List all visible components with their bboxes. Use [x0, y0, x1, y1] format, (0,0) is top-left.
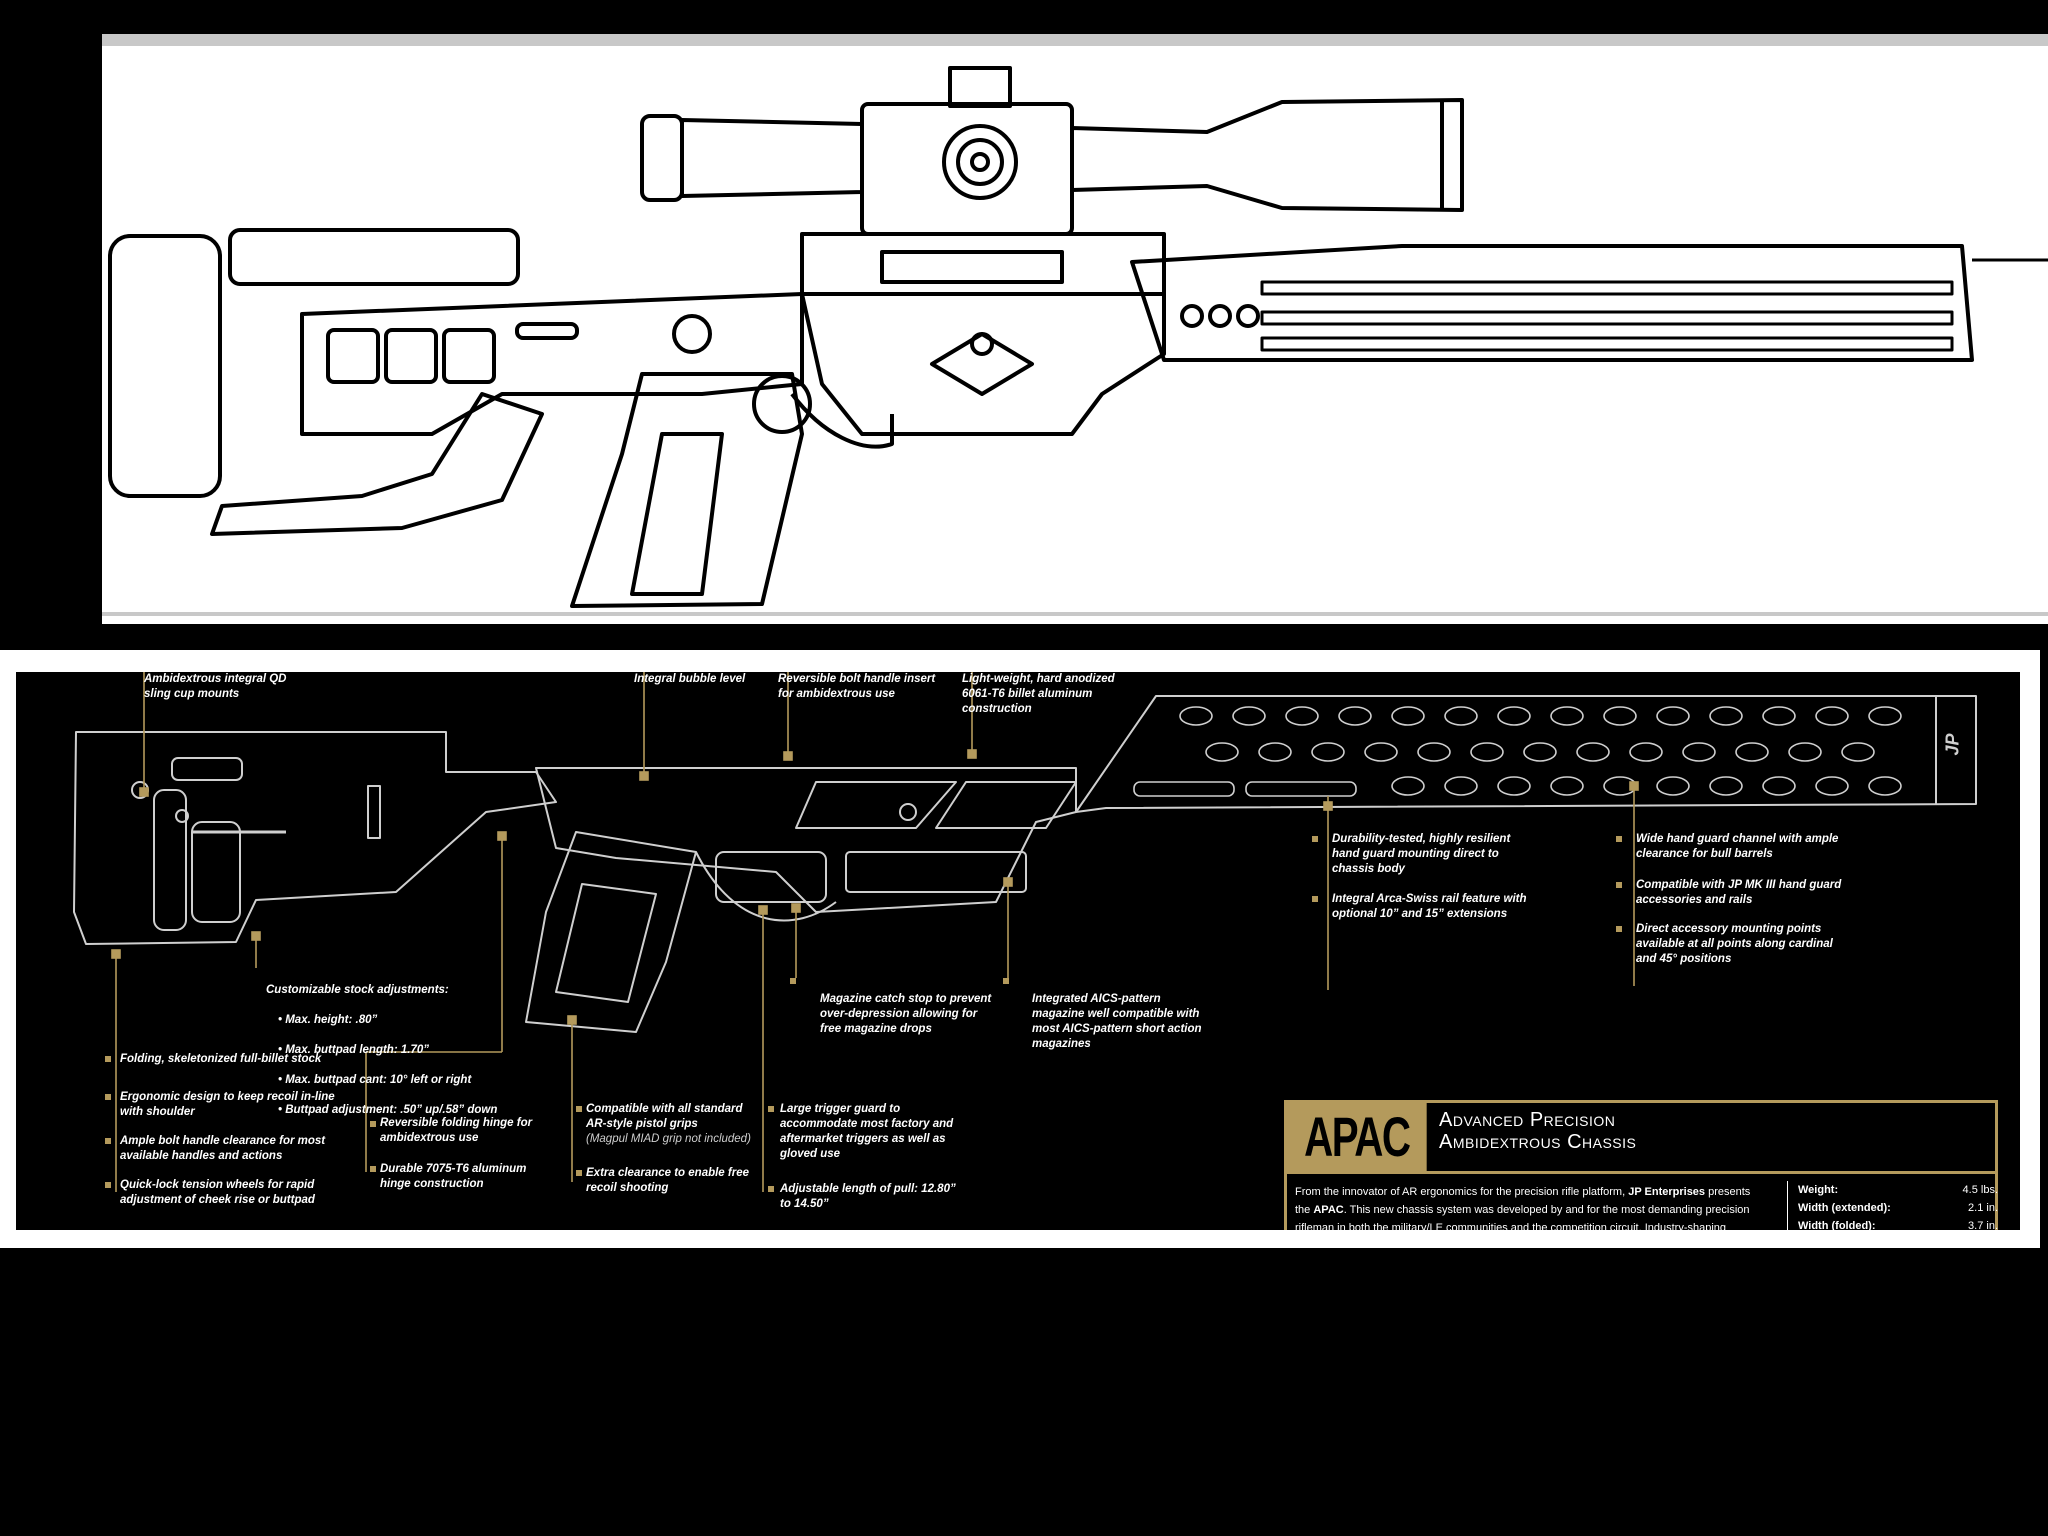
desc-brand: JP Enterprises — [1628, 1186, 1706, 1198]
callout-ergonomic: Ergonomic design to keep recoil in-line … — [120, 1091, 335, 1118]
rifle-line-art — [102, 34, 2048, 616]
callout-sling-mounts: Ambidextrous integral QD sling cup mount… — [144, 673, 287, 700]
rifle-illustration-panel — [16, 16, 2048, 624]
handguard-logo: JP — [1942, 733, 1963, 756]
stock-adjust-title: Customizable stock adjustments: — [266, 984, 449, 996]
chassis-line-art — [73, 672, 1977, 1192]
callout-durable-7075: Durable 7075-T6 aluminum hinge construct… — [380, 1163, 527, 1190]
apac-title-line1: Advanced Precision — [1439, 1109, 1616, 1131]
spec-value: 2.1 in. — [1968, 1202, 1998, 1214]
callout-hinge: Reversible folding hinge for ambidextrou… — [380, 1117, 533, 1144]
callout-mag-catch: Magazine catch stop to prevent over-depr… — [820, 993, 992, 1035]
callout-accessory: Direct accessory mounting points availab… — [1636, 923, 1833, 965]
apac-title-line2: Ambidextrous Chassis — [1439, 1131, 1637, 1153]
stock-adjust-item: • Max. height: .80” — [278, 1014, 378, 1026]
spec-row: Weight: 4.5 lbs. — [1798, 1181, 1998, 1199]
callout-extra-clearance: Extra clearance to enable free recoil sh… — [586, 1167, 749, 1194]
apac-badge: APAC — [1287, 1103, 1427, 1171]
callout-pistol-grip: Compatible with all standard AR-style pi… — [586, 1103, 743, 1130]
spec-label: Weight: — [1798, 1184, 1839, 1196]
callout-folding-stock: Folding, skeletonized full-billet stock — [120, 1053, 322, 1065]
callout-stock-adjustments: Customizable stock adjustments: • Max. h… — [266, 968, 497, 1133]
apac-divider — [1287, 1171, 1995, 1174]
apac-description: From the innovator of AR ergonomics for … — [1295, 1183, 1765, 1230]
callout-jp-mk3: Compatible with JP MK III hand guard acc… — [1636, 879, 1842, 906]
callout-wide-channel: Wide hand guard channel with ample clear… — [1636, 833, 1839, 860]
apac-title: Advanced Precision Ambidextrous Chassis — [1439, 1109, 1636, 1153]
stock-adjust-item: • Buttpad adjustment: .50” up/.58” down — [278, 1104, 498, 1116]
callout-magpul-note: (Magpul MIAD grip not included) — [586, 1133, 751, 1145]
stock-adjust-item: • Max. buttpad length: 1.70” — [278, 1044, 429, 1056]
callout-lop: Adjustable length of pull: 12.80” to 14.… — [780, 1183, 956, 1210]
scope-eyepiece — [640, 114, 684, 202]
desc-product: APAC — [1313, 1204, 1344, 1216]
spec-value: 4.5 lbs. — [1962, 1184, 1998, 1196]
chassis-diagram-panel: JP Ambidextrous integral QD sling cup mo… — [16, 672, 2020, 1230]
apac-specs: Weight: 4.5 lbs. Width (extended): 2.1 in.… — [1787, 1181, 1998, 1230]
stock-adjust-item: • Max. buttpad cant: 10° left or right — [278, 1074, 472, 1086]
spec-label: Width (extended): — [1798, 1202, 1891, 1214]
callout-aics: Integrated AICS-pattern magazine well co… — [1032, 993, 1202, 1050]
spec-row: Width (folded): 3.7 in. — [1798, 1217, 1998, 1230]
spec-row: Width (extended): 2.1 in. — [1798, 1199, 1998, 1217]
callout-bolt-insert: Reversible bolt handle insert for ambide… — [778, 673, 936, 700]
callout-durability: Durability-tested, highly resilient hand… — [1332, 833, 1511, 875]
desc-text: From the innovator of AR ergonomics for … — [1295, 1186, 1629, 1198]
callout-ample-bolt: Ample bolt handle clearance for most ava… — [120, 1135, 326, 1162]
spec-label: Width (folded): — [1798, 1220, 1876, 1230]
desc-text: presents the — [1295, 1186, 1751, 1216]
callout-bubble-level: Integral bubble level — [634, 673, 746, 685]
rifle-illustration-canvas — [102, 34, 2048, 624]
apac-info-box: APAC Advanced Precision Ambidextrous Cha… — [1284, 1100, 1998, 1230]
callout-trigger-guard: Large trigger guard to accommodate most … — [780, 1103, 954, 1160]
callout-quick-lock: Quick-lock tension wheels for rapid adju… — [120, 1179, 315, 1206]
callout-aluminum: Light-weight, hard anodized 6061-T6 bill… — [962, 673, 1115, 715]
callout-arca: Integral Arca-Swiss rail feature with op… — [1332, 893, 1527, 920]
desc-text: . This new chassis system was developed … — [1295, 1204, 1750, 1230]
spec-value: 3.7 in. — [1968, 1220, 1998, 1230]
